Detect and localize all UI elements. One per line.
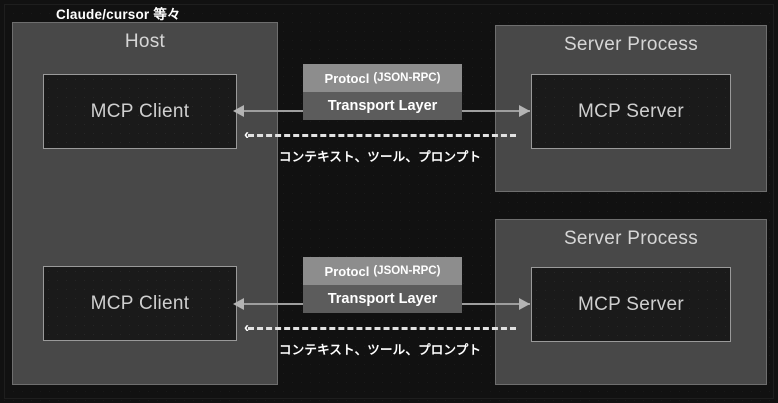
protocol-detail-2: (JSON-RPC) [373,265,441,277]
return-flow-line-2 [248,327,516,330]
transport-row-2: Transport Layer [303,285,462,313]
arrow-right-icon-1 [519,105,530,117]
return-flow-line-1 [248,134,516,137]
mcp-client-label-2: MCP Client [90,292,190,314]
transport-label-2: Transport Layer [327,291,438,307]
mcp-server-node-1: MCP Server [531,74,731,149]
arrow-left-icon-1 [233,105,244,117]
protocol-row-2: Protocl (JSON-RPC) [303,257,462,285]
protocol-stack-1: Protocl (JSON-RPC) Transport Layer [303,64,462,120]
diagram-outer-frame [4,4,774,399]
mcp-server-label-1: MCP Server [577,100,685,122]
protocol-row-1: Protocl (JSON-RPC) [303,64,462,92]
chevron-left-icon-2: ‹ [244,319,249,336]
mcp-server-label-2: MCP Server [577,293,685,315]
mcp-client-label-1: MCP Client [90,100,190,122]
return-flow-label-1: コンテキスト、ツール、プロンプト [279,150,482,164]
host-label: Host [124,31,166,52]
server-process-label-2: Server Process [563,228,699,249]
chevron-left-icon-1: ‹ [244,126,249,143]
mcp-server-node-2: MCP Server [531,267,731,342]
protocol-label-1: Protocl [324,70,370,86]
mcp-client-node-2: MCP Client [43,266,237,341]
arrow-left-icon-2 [233,298,244,310]
transport-label-1: Transport Layer [327,98,438,114]
protocol-label-2: Protocl [324,263,370,279]
protocol-detail-1: (JSON-RPC) [373,72,441,84]
transport-row-1: Transport Layer [303,92,462,120]
server-process-label-1: Server Process [563,34,699,55]
mcp-client-node-1: MCP Client [43,74,237,149]
protocol-stack-2: Protocl (JSON-RPC) Transport Layer [303,257,462,313]
diagram-title: Claude/cursor 等々 [56,7,181,22]
return-flow-label-2: コンテキスト、ツール、プロンプト [279,343,482,357]
arrow-right-icon-2 [519,298,530,310]
